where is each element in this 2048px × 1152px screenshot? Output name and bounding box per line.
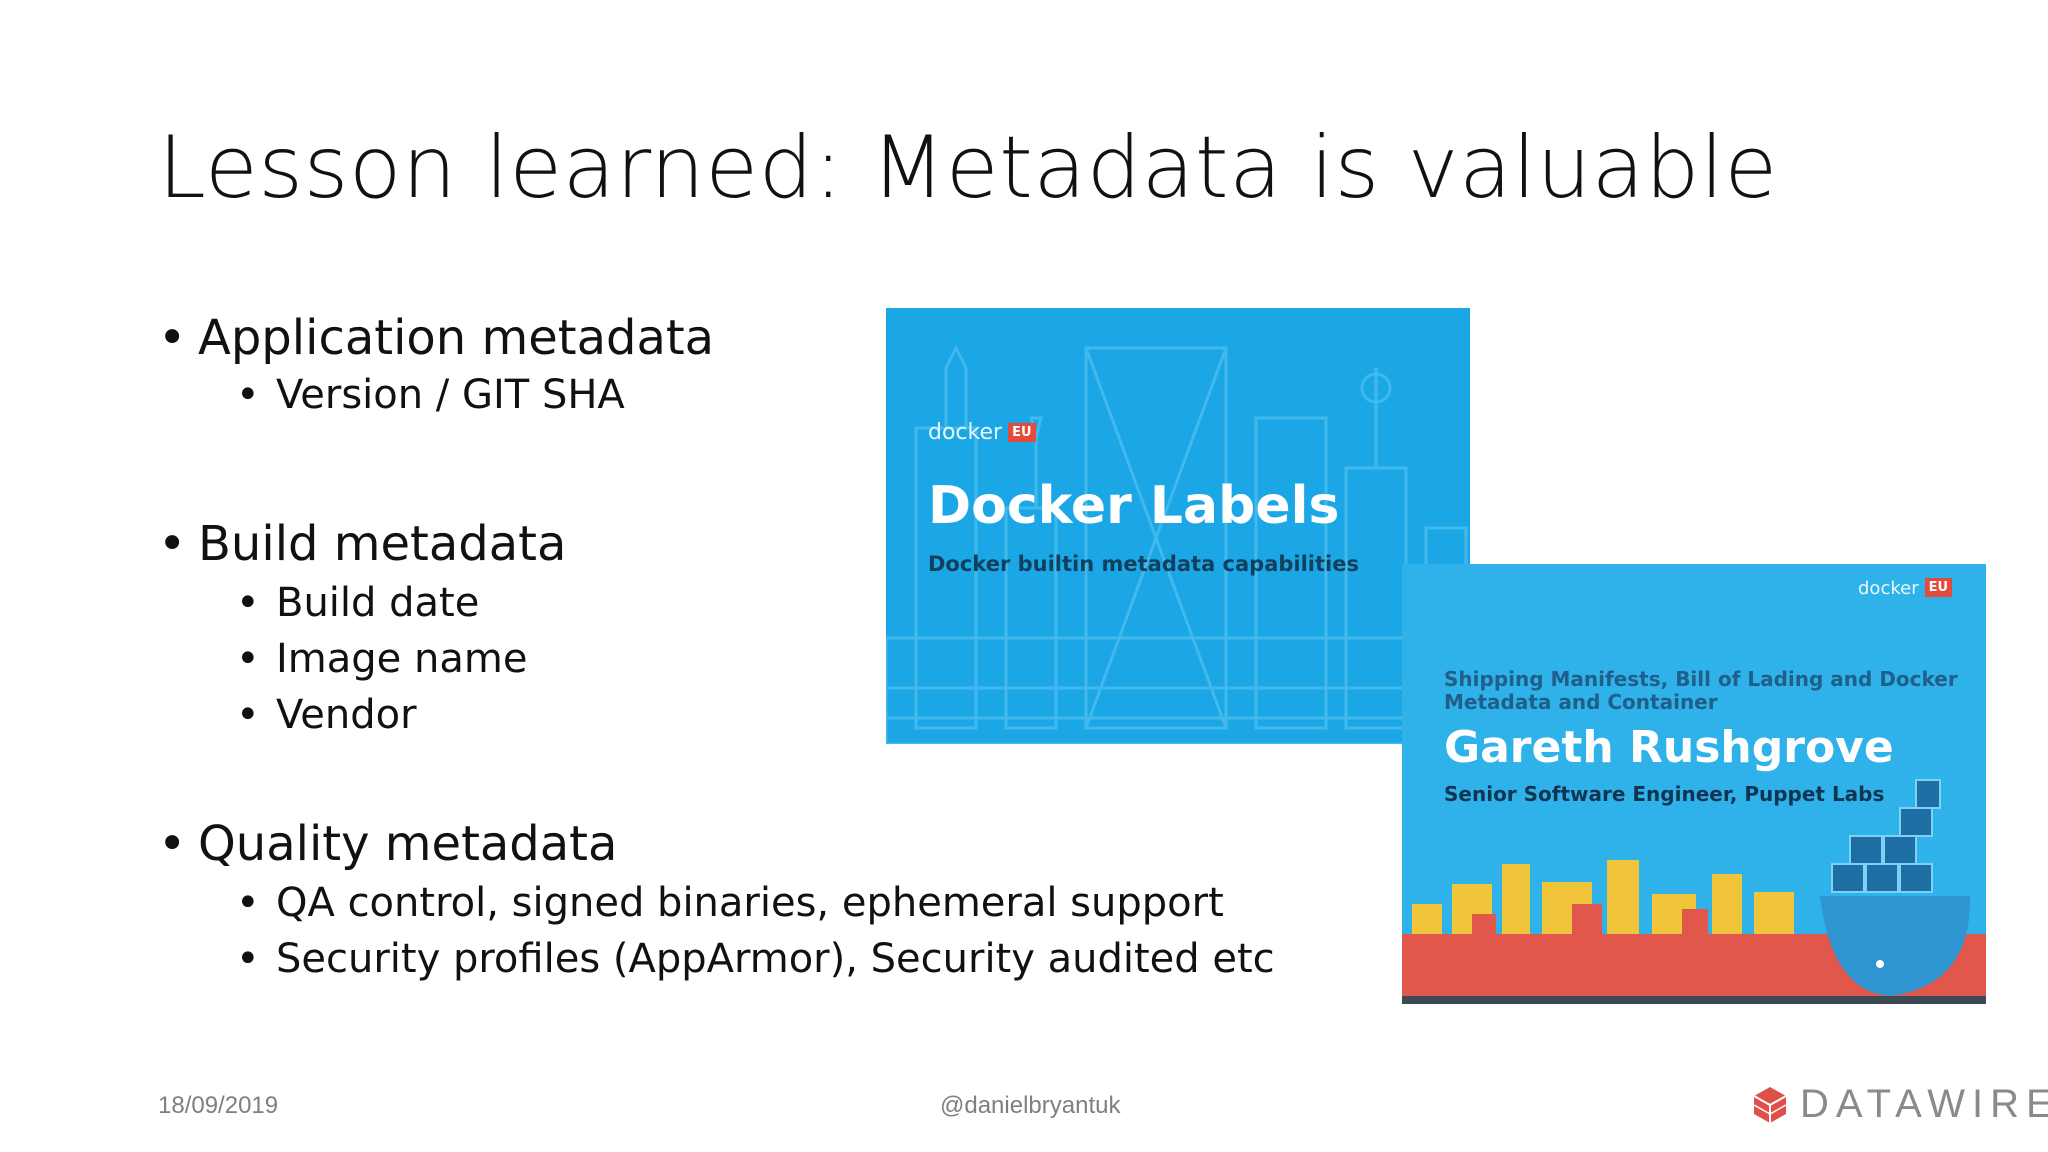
thumbnail-title: Docker Labels (928, 476, 1340, 536)
footer-date: 18/09/2019 (158, 1092, 279, 1119)
sub-bullet-item: •Version / GIT SHA (236, 372, 625, 418)
talk-title: Shipping Manifests, Bill of Lading and D… (1444, 667, 1958, 714)
sub-bullet-item: •Vendor (236, 692, 417, 738)
bullet-item: •Application metadata (158, 310, 715, 366)
datawire-brand: DATAWIRE (1752, 1082, 2048, 1127)
sub-bullet-item: •Image name (236, 636, 528, 682)
sub-bullet-item: •QA control, signed binaries, ephemeral … (236, 880, 1224, 926)
speaker-name: Gareth Rushgrove (1444, 722, 1894, 773)
bullet-item: •Build metadata (158, 516, 567, 572)
sub-bullet-item: •Security profiles (AppArmor), Security … (236, 936, 1275, 982)
city-lineart-background (886, 344, 1470, 744)
bullet-item: •Quality metadata (158, 816, 618, 872)
sub-bullet-item: •Build date (236, 580, 480, 626)
brand-name: DATAWIRE (1800, 1082, 2048, 1126)
page-title: Lesson learned: Metadata is valuable (158, 118, 1778, 218)
speaker-role: Senior Software Engineer, Puppet Labs (1444, 782, 1885, 806)
thumbnail-subtitle: Docker builtin metadata capabilities (928, 552, 1359, 576)
datawire-logo-icon (1753, 1086, 1787, 1123)
footer-twitter-handle: @danielbryantuk (940, 1092, 1121, 1119)
skyline-illustration (1402, 779, 1986, 1004)
